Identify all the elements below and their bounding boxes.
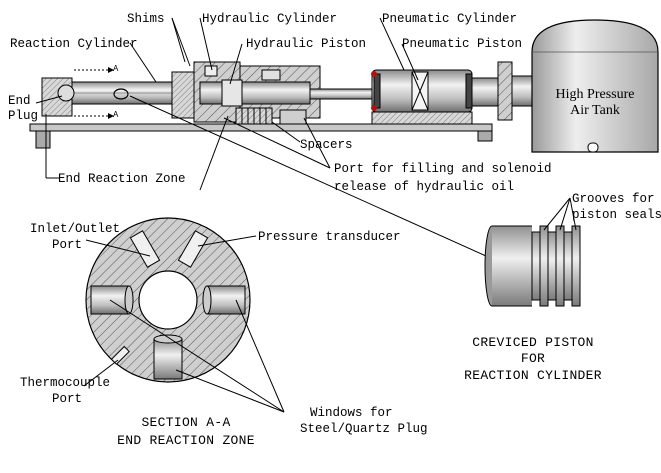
top-labels: Shims Hydraulic Cylinder Pneumatic Cylin… <box>8 12 552 194</box>
section-marker-label-top: A <box>113 64 119 73</box>
label-pneumatic-piston: Pneumatic Piston <box>402 37 522 51</box>
pneumatic-cylinder <box>371 61 533 125</box>
section-leader-lines <box>83 235 285 413</box>
label-pressure-transducer: Pressure transducer <box>258 230 401 244</box>
section-labels: Inlet/Outlet Port Pressure transducer Th… <box>20 222 428 436</box>
top-leader-lines <box>35 17 487 257</box>
window-bottom <box>153 334 183 380</box>
label-inlet-outlet-line2: Port <box>52 238 82 252</box>
window-left <box>90 285 134 315</box>
window-right <box>202 285 246 315</box>
section-marker-label-bottom: A <box>113 110 119 119</box>
label-end-plug-line1: End <box>8 94 31 108</box>
section-marker-top: A <box>74 64 119 73</box>
label-port-filling-line1: Port for filling and solenoid <box>334 162 552 176</box>
caption-section-line2: END REACTION ZONE <box>117 433 255 448</box>
label-inlet-outlet-line1: Inlet/Outlet <box>30 222 120 236</box>
caption-section-line1: SECTION A-A <box>141 415 230 430</box>
label-shims: Shims <box>127 12 165 26</box>
label-end-reaction-zone: End Reaction Zone <box>58 172 186 186</box>
label-grooves-line2: piston seals <box>572 208 661 222</box>
section-caption: SECTION A-A END REACTION ZONE <box>117 415 255 448</box>
section-marker-bottom: A <box>74 110 119 119</box>
label-grooves-line1: Grooves for <box>572 192 655 206</box>
inlet-outlet-port <box>129 230 161 268</box>
creviced-piston: Grooves for piston seals <box>484 192 661 307</box>
tank-label-line2: Air Tank <box>570 103 620 118</box>
label-thermocouple-line1: Thermocouple <box>20 376 110 390</box>
label-hydraulic-piston: Hydraulic Piston <box>246 37 366 51</box>
label-port-filling-line2: release of hydraulic oil <box>334 180 514 194</box>
connecting-rod <box>309 88 373 100</box>
tank-label-line1: High Pressure <box>556 87 635 102</box>
caption-creviced-line1: CREVICED PISTON <box>472 335 594 350</box>
label-pneumatic-cylinder: Pneumatic Cylinder <box>382 12 517 26</box>
caption-creviced-line3: REACTION CYLINDER <box>464 368 602 383</box>
section-a-a-view <box>85 217 251 383</box>
caption-creviced-line2: FOR <box>521 351 545 366</box>
label-hydraulic-cylinder: Hydraulic Cylinder <box>202 12 337 26</box>
hydraulic-cylinder <box>171 61 321 123</box>
label-reaction-cylinder: Reaction Cylinder <box>10 37 138 51</box>
label-windows-line2: Steel/Quartz Plug <box>300 422 428 436</box>
label-windows-line1: Windows for <box>310 406 393 420</box>
label-end-plug-line2: Plug <box>8 109 38 123</box>
high-pressure-air-tank: High Pressure Air Tank <box>531 19 659 153</box>
pressure-transducer-port <box>177 230 209 268</box>
thermocouple-port <box>110 345 130 365</box>
spacers <box>235 107 307 125</box>
creviced-piston-caption: CREVICED PISTON FOR REACTION CYLINDER <box>464 335 602 383</box>
reaction-cylinder <box>41 77 173 117</box>
label-spacers: Spacers <box>300 138 353 152</box>
label-thermocouple-line2: Port <box>52 392 82 406</box>
